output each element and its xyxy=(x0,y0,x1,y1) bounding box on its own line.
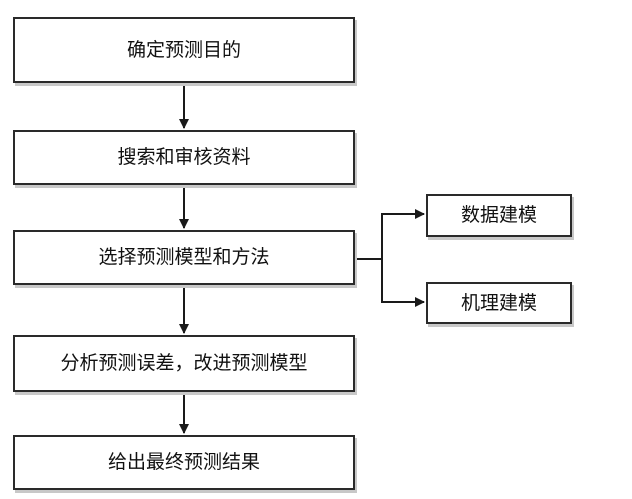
branch-data-modeling: 数据建模 xyxy=(426,194,572,237)
step-select-model-and-method: 选择预测模型和方法 xyxy=(13,230,355,285)
step-determine-forecast-purpose: 确定预测目的 xyxy=(13,17,355,83)
step-search-and-review-data: 搜索和审核资料 xyxy=(13,130,355,185)
step-analyze-error-improve-model: 分析预测误差，改进预测模型 xyxy=(13,335,355,392)
branch-mechanism-modeling: 机理建模 xyxy=(426,282,572,324)
step-final-forecast-result: 给出最终预测结果 xyxy=(13,435,355,490)
